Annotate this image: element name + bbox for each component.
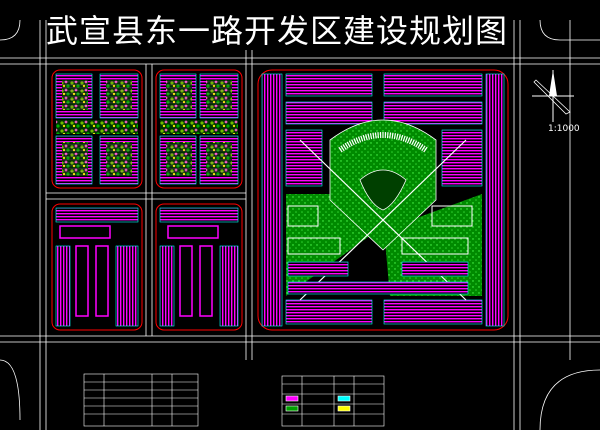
stats-table — [83, 373, 199, 427]
legend-table — [281, 375, 385, 427]
drawing-title: 武宣县东一路开发区建设规划图 — [46, 12, 509, 50]
road-network — [0, 19, 600, 430]
right-district — [257, 69, 509, 331]
left-blocks — [51, 69, 243, 331]
north-arrow-icon — [532, 70, 574, 122]
scale-label: 1:1000 — [548, 124, 580, 134]
